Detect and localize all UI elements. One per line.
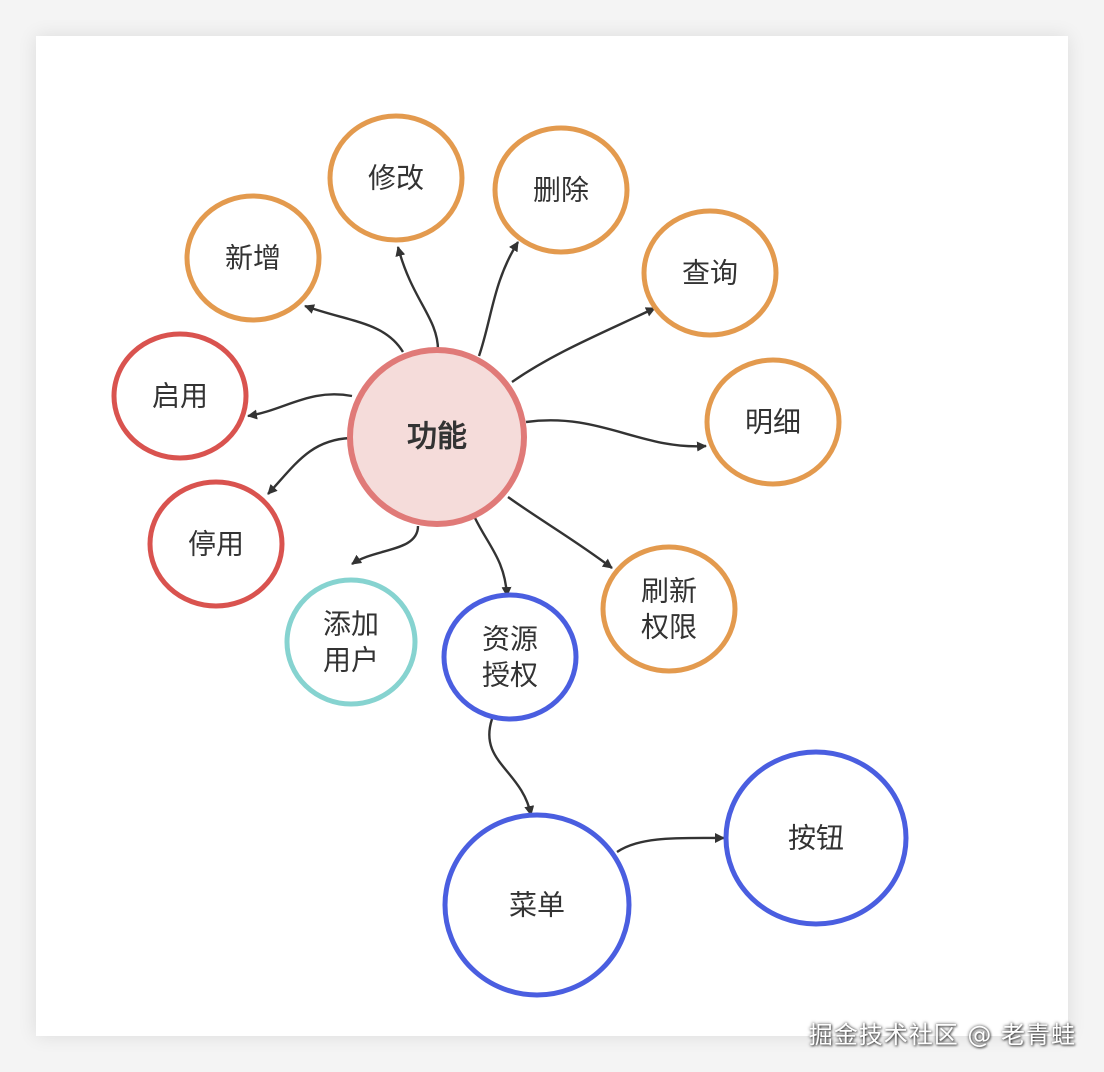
node-xinzeng-label: 新增 [225, 242, 281, 275]
node-qiyong-circle [111, 331, 249, 461]
node-anniu-label: 按钮 [788, 822, 844, 855]
node-tianjia-circle [284, 577, 418, 707]
node-xiugai-circle [327, 113, 465, 243]
node-xinzeng-circle [184, 193, 322, 323]
node-shanchu-label: 删除 [533, 174, 589, 207]
node-tingyong-label: 停用 [188, 528, 244, 561]
node-gongneng: 功能 [347, 347, 527, 527]
edge-gongneng-mingxi [525, 419, 707, 452]
node-xinzeng: 新增 [184, 193, 322, 323]
edge-gongneng-xiugai [395, 246, 440, 351]
node-gongneng-label: 功能 [407, 420, 467, 455]
edge-gongneng-ziyuan [473, 517, 512, 597]
node-tianjia-label-1: 添加 [323, 608, 379, 641]
node-chaxun-label: 查询 [682, 257, 738, 290]
node-ziyuan-label-2: 授权 [482, 659, 538, 692]
node-shuaxin-circle [600, 544, 738, 674]
node-caidan-circle [442, 812, 632, 998]
edge-gongneng-chaxun [511, 306, 656, 383]
node-tingyong-circle [147, 479, 285, 609]
node-caidan: 菜单 [442, 812, 632, 998]
edge-gongneng-shuaxin [507, 496, 613, 569]
edge-gongneng-tingyong [267, 436, 351, 495]
edge-gongneng-tianjia [351, 525, 420, 565]
node-ziyuan-circle [441, 592, 579, 722]
node-shanchu-circle [492, 125, 630, 255]
edge-gongneng-qiyong [247, 393, 353, 420]
node-shuaxin-label-2: 权限 [641, 611, 697, 644]
node-anniu-circle [723, 749, 909, 927]
node-chaxun-circle [641, 208, 779, 338]
node-xiugai: 修改 [327, 113, 465, 243]
node-caidan-label: 菜单 [509, 889, 565, 922]
node-qiyong: 启用 [111, 331, 249, 461]
node-tingyong: 停用 [147, 479, 285, 609]
node-qiyong-label: 启用 [152, 380, 208, 413]
node-anniu: 按钮 [723, 749, 909, 927]
nodes-layer: 功能新增修改删除查询明细刷新权限启用停用添加用户资源授权菜单按钮 [111, 113, 909, 998]
node-shanchu: 删除 [492, 125, 630, 255]
edge-gongneng-xinzeng [304, 304, 405, 353]
node-mingxi: 明细 [704, 357, 842, 487]
edges-layer [247, 241, 725, 853]
watermark: 掘金技术社区 @ 老青蛙 [808, 1021, 1076, 1049]
node-chaxun: 查询 [641, 208, 779, 338]
node-tianjia-label-2: 用户 [323, 644, 379, 677]
edge-ziyuan-caidan [488, 718, 535, 816]
node-shuaxin-label-1: 刷新 [641, 575, 697, 608]
node-gongneng-circle [347, 347, 527, 527]
node-mingxi-label: 明细 [745, 406, 801, 439]
node-xiugai-label: 修改 [368, 162, 424, 195]
node-ziyuan-label-1: 资源 [482, 623, 538, 656]
edge-caidan-anniu [616, 832, 725, 853]
edge-gongneng-shanchu [477, 241, 520, 357]
node-mingxi-circle [704, 357, 842, 487]
